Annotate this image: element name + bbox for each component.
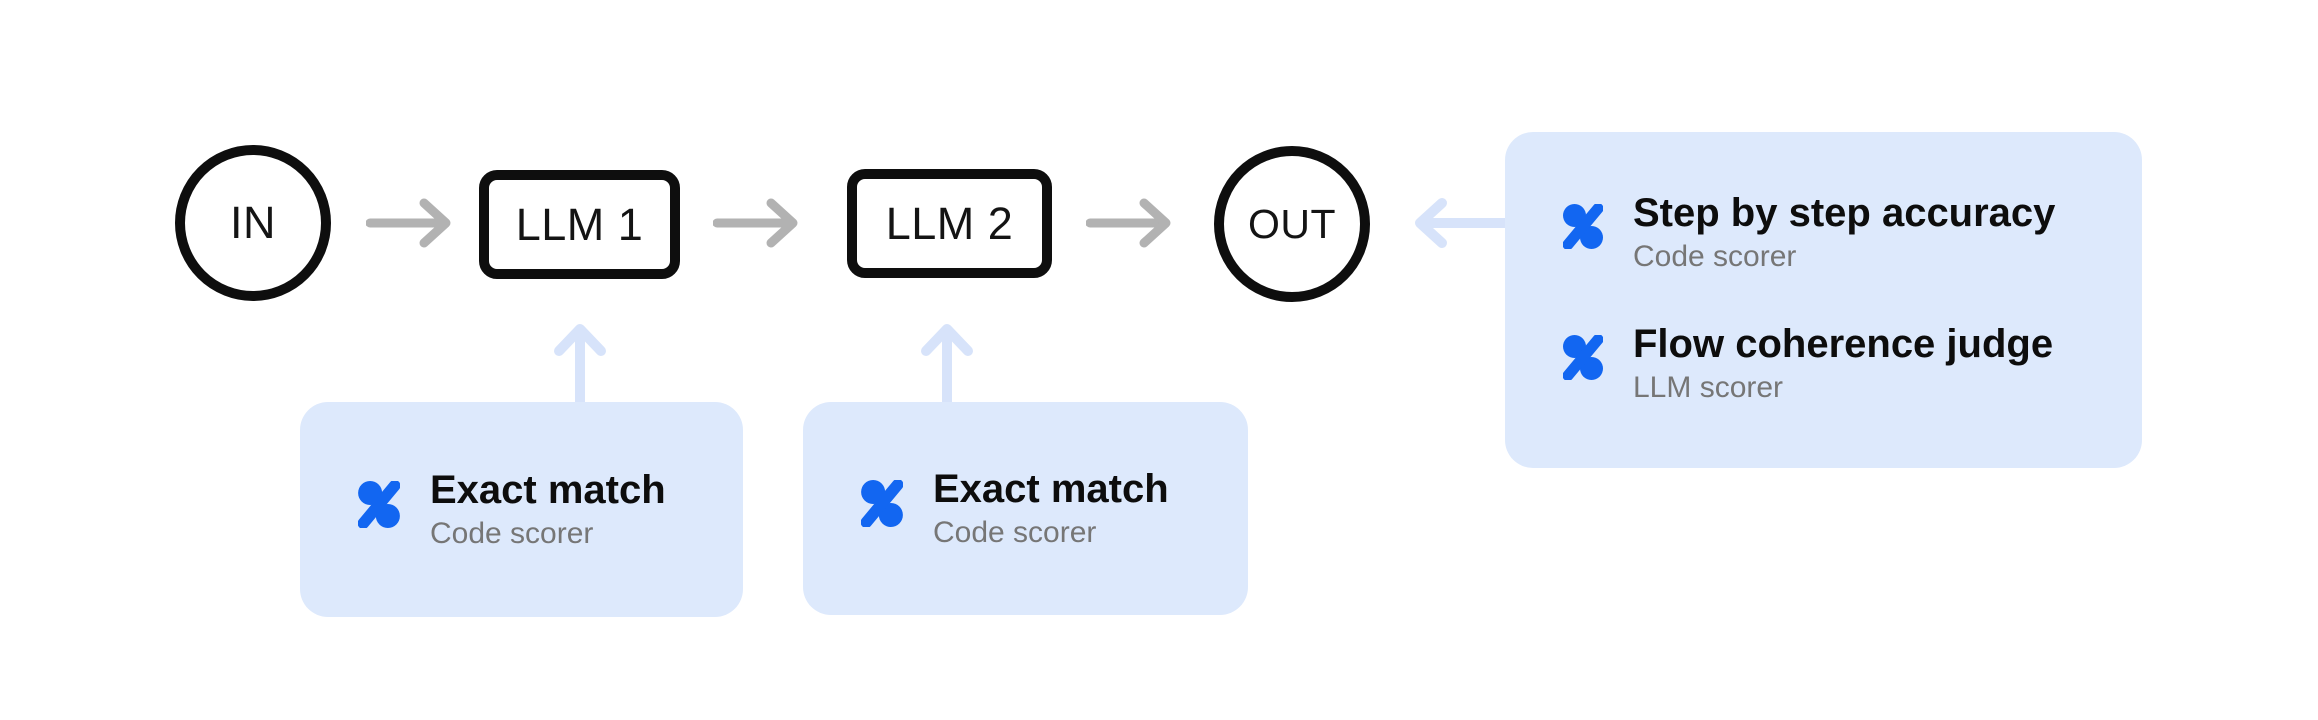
node-out: OUT <box>1214 146 1370 302</box>
node-in-label: IN <box>230 197 276 248</box>
percent-scorer-icon <box>1563 335 1603 380</box>
scorer-card-llm1: Exact match Code scorer <box>300 402 743 617</box>
scorer-text: Flow coherence judge LLM scorer <box>1633 321 2053 406</box>
percent-scorer-icon <box>861 480 903 527</box>
right-arrow-icon <box>1086 198 1171 248</box>
scorer-name: Exact match <box>933 467 1169 511</box>
percent-scorer-icon <box>358 481 400 528</box>
up-arrow-icon <box>554 324 606 402</box>
scorer-type: LLM scorer <box>1633 371 1784 404</box>
scorer-item: Exact match Code scorer <box>861 466 1248 551</box>
connector-arrow-card-to-out <box>1412 192 1507 254</box>
scorer-text: Exact match Code scorer <box>933 466 1169 551</box>
percent-scorer-icon <box>1563 204 1603 249</box>
scorer-item: Exact match Code scorer <box>358 467 743 552</box>
node-out-label: OUT <box>1247 200 1337 247</box>
node-llm1: LLM 1 <box>479 170 680 279</box>
scorer-text: Exact match Code scorer <box>430 467 666 552</box>
scorer-name: Step by step accuracy <box>1633 191 2056 235</box>
arrow-in-to-llm1 <box>366 192 454 254</box>
arrow-llm2-to-out <box>1086 192 1174 254</box>
scorer-type: Code scorer <box>1633 240 1797 273</box>
node-llm1-label: LLM 1 <box>515 198 644 250</box>
connector-arrow-card-to-llm1 <box>550 318 610 402</box>
scorer-type: Code scorer <box>933 516 1097 549</box>
node-llm2-label: LLM 2 <box>885 197 1014 249</box>
scorer-item: Step by step accuracy Code scorer <box>1563 190 2142 275</box>
scorer-name: Exact match <box>430 468 666 512</box>
node-llm2: LLM 2 <box>847 169 1052 278</box>
connector-arrow-card-to-llm2 <box>917 318 977 402</box>
right-arrow-icon <box>366 198 451 248</box>
scorer-text: Step by step accuracy Code scorer <box>1633 190 2055 275</box>
scorer-card-llm2: Exact match Code scorer <box>803 402 1248 615</box>
up-arrow-icon <box>921 324 973 402</box>
right-arrow-icon <box>713 198 798 248</box>
scorer-name: Flow coherence judge <box>1633 322 2054 366</box>
scorer-type: Code scorer <box>430 517 594 550</box>
node-in: IN <box>175 145 331 301</box>
scorer-item: Flow coherence judge LLM scorer <box>1563 321 2142 406</box>
scorer-card-out: Step by step accuracy Code scorer Flow c… <box>1505 132 2142 468</box>
left-arrow-icon <box>1415 198 1507 248</box>
arrow-llm1-to-llm2 <box>713 192 801 254</box>
